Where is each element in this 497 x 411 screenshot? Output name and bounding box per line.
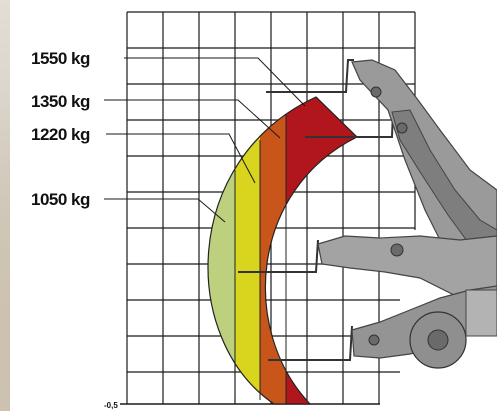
leader-1050: [104, 198, 226, 223]
fork-top: [266, 59, 354, 93]
fork-mid-lower: [238, 239, 319, 273]
label-1050kg: 1050 kg: [31, 190, 90, 209]
leader-lines: [104, 57, 306, 223]
axis-tick-label: -0,5: [104, 401, 118, 410]
leader-1220: [106, 133, 256, 184]
zone-1220kg: [235, 97, 260, 404]
machine-illustration: [317, 59, 497, 369]
fork-bottom: [268, 325, 353, 361]
leader-1350: [104, 99, 281, 139]
zone-1050kg: [208, 97, 235, 404]
zone-outline: [207, 96, 359, 405]
label-1350kg: 1350 kg: [31, 92, 90, 111]
label-1550kg: 1550 kg: [31, 49, 90, 68]
label-1220kg: 1220 kg: [31, 125, 90, 144]
zone-dividers: [234, 114, 287, 404]
leader-1550: [124, 57, 306, 107]
